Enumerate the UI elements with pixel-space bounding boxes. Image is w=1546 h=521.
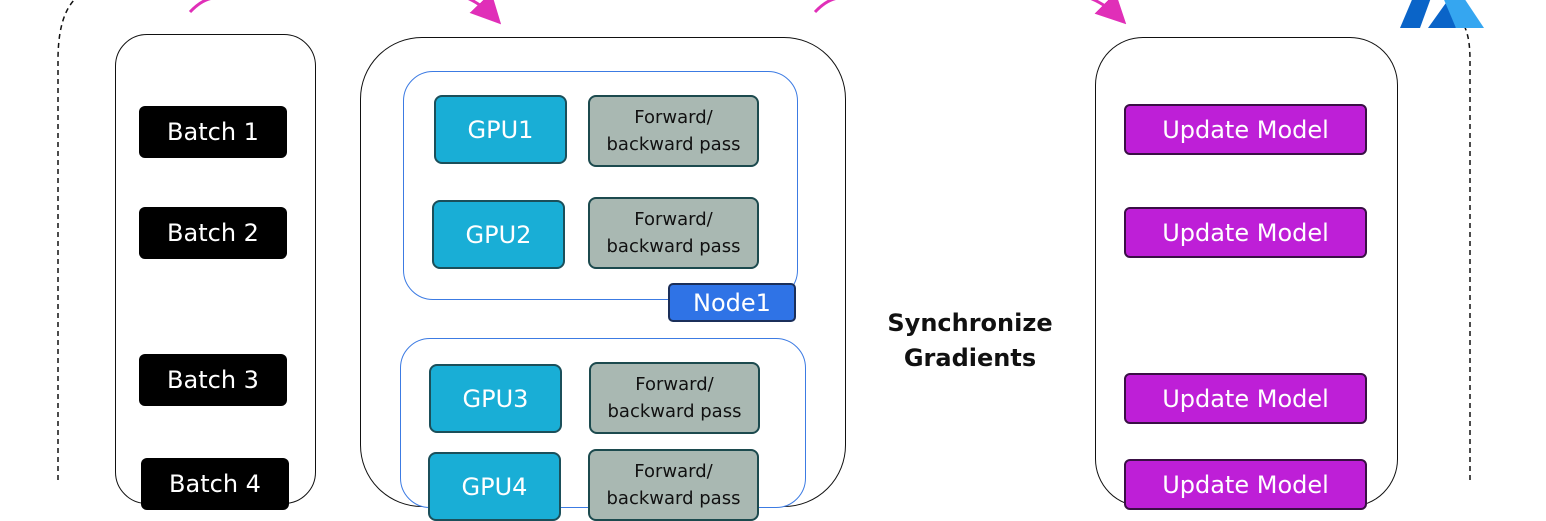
connector-layer: [57, 0, 1484, 480]
batch-column: [115, 34, 316, 504]
sync-line-1: Synchronize: [887, 309, 1053, 337]
gpu4: GPU4: [428, 452, 561, 521]
pass-line-1: Forward/: [634, 107, 713, 128]
pass-line-2: backward pass: [606, 134, 741, 155]
forward-backward-pass-1: Forward/ backward pass: [588, 95, 759, 167]
arrow-icon: [467, 0, 502, 25]
forward-backward-pass-4: Forward/ backward pass: [588, 449, 759, 521]
batch-3: Batch 3: [139, 354, 287, 406]
update-model-3: Update Model: [1124, 373, 1367, 424]
batch-1: Batch 1: [139, 106, 287, 158]
pass-line-1: Forward/: [635, 374, 714, 395]
azure-logo-icon: [1400, 0, 1484, 28]
update-model-1: Update Model: [1124, 104, 1367, 155]
sync-line-2: Gradients: [903, 344, 1037, 372]
gpu3: GPU3: [429, 364, 562, 433]
outer-dashed-frame-left: [57, 0, 76, 480]
pass-line-2: backward pass: [606, 236, 741, 257]
arrow-icon: [1090, 0, 1127, 25]
update-model-4: Update Model: [1124, 459, 1367, 510]
arrow-icon: [813, 0, 837, 14]
batch-4: Batch 4: [141, 458, 289, 510]
pass-line-2: backward pass: [607, 401, 742, 422]
pass-line-1: Forward/: [634, 209, 713, 230]
pass-line-1: Forward/: [634, 461, 713, 482]
gpu1: GPU1: [434, 95, 567, 164]
pass-line-2: backward pass: [606, 488, 741, 509]
node1-tag: Node1: [668, 283, 796, 322]
forward-backward-pass-3: Forward/ backward pass: [589, 362, 760, 434]
forward-backward-pass-2: Forward/ backward pass: [588, 197, 759, 269]
synchronize-gradients-label: Synchronize Gradients: [860, 306, 1080, 380]
batch-2: Batch 2: [139, 207, 287, 259]
gpu2: GPU2: [432, 200, 565, 269]
outer-dashed-frame-right: [1459, 19, 1471, 480]
update-model-2: Update Model: [1124, 207, 1367, 258]
arrow-icon: [188, 0, 212, 14]
